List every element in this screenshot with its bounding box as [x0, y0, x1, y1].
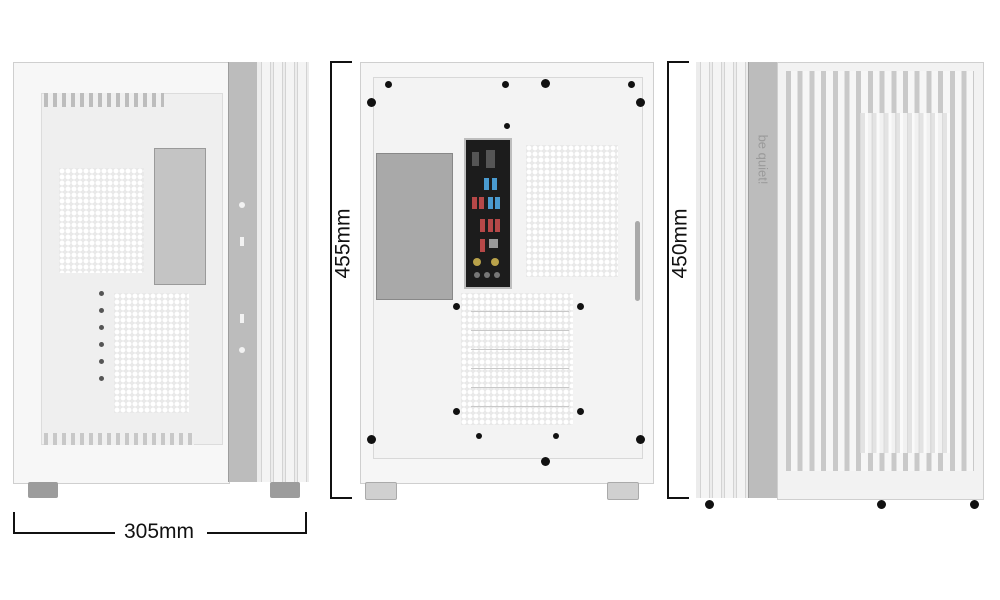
screw-icon [577, 408, 584, 415]
pci-slot-divider [471, 349, 569, 350]
case-foot [877, 500, 886, 509]
front-view-case [13, 62, 230, 484]
screw-icon [99, 376, 104, 381]
screw-icon [453, 303, 460, 310]
pci-slot-divider [471, 368, 569, 369]
usb-port-icon [240, 237, 244, 246]
pci-slot-divider [471, 387, 569, 388]
drive-bay [376, 153, 453, 300]
dimension-tick [330, 497, 352, 499]
screw-icon [502, 81, 509, 88]
screw-icon [367, 435, 376, 444]
dimension-tick [305, 512, 307, 534]
dimension-tick [667, 497, 689, 499]
pci-slot-covers [461, 293, 573, 425]
dimension-tick [13, 512, 15, 534]
brand-logo: be quiet! [755, 134, 771, 185]
case-foot [365, 482, 397, 500]
pci-slot-divider [471, 406, 569, 407]
rear-fan-mesh [526, 145, 618, 277]
io-shield [464, 138, 512, 289]
screw-icon [99, 342, 104, 347]
side-front-slats [696, 62, 748, 498]
case-foot [28, 482, 58, 498]
screw-icon [99, 359, 104, 364]
motherboard-bracket [154, 148, 206, 285]
screw-icon [504, 123, 510, 129]
power-button-icon [239, 202, 245, 208]
screw-icon [99, 291, 104, 296]
bottom-vent [44, 433, 194, 445]
dimension-line-depth [667, 61, 669, 499]
screw-icon [553, 433, 559, 439]
reset-button-icon [239, 347, 245, 353]
case-foot [970, 500, 979, 509]
brand-strip: be quiet! [748, 62, 778, 498]
screw-icon [636, 98, 645, 107]
screw-icon [99, 325, 104, 330]
side-panel-grill [777, 62, 984, 500]
screw-icon [99, 308, 104, 313]
case-foot [607, 482, 639, 500]
screw-icon [453, 408, 460, 415]
top-vent [44, 93, 164, 107]
height-label: 455mm [331, 208, 355, 279]
screw-icon [541, 79, 550, 88]
depth-label: 450mm [668, 208, 692, 279]
pci-slot-divider [471, 330, 569, 331]
screw-icon [541, 457, 550, 466]
side-handle [635, 221, 640, 301]
pci-mesh [114, 293, 189, 413]
screw-icon [367, 98, 376, 107]
screw-icon [628, 81, 635, 88]
usb-port-icon [240, 314, 244, 323]
dimension-tick [330, 61, 352, 63]
rear-view-case [360, 62, 654, 484]
pci-slot-divider [471, 311, 569, 312]
dimension-tick [667, 61, 689, 63]
screw-icon [385, 81, 392, 88]
dimension-line-height [330, 61, 332, 499]
dimension-line-width [13, 532, 115, 534]
fan-mesh-upper [59, 168, 144, 273]
case-foot [705, 500, 714, 509]
screw-icon [577, 303, 584, 310]
width-label: 305mm [124, 520, 195, 543]
dimension-line-width [207, 532, 307, 534]
screw-icon [476, 433, 482, 439]
screw-icon [636, 435, 645, 444]
case-foot [270, 482, 300, 498]
front-io-panel [228, 62, 258, 482]
front-slats [257, 62, 309, 482]
